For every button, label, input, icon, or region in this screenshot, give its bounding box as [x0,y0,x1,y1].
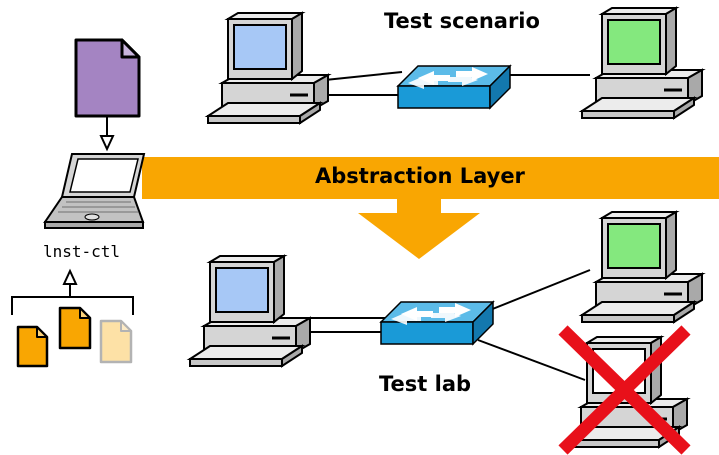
desktop-computer-icon [580,210,704,324]
network-switch-icon [397,65,511,109]
document-icon [74,38,141,118]
files-to-controller-tree [11,268,134,315]
abstraction-layer [142,157,719,259]
test-scenario-label: Test scenario [384,9,540,33]
down-arrow-icon [358,199,480,259]
desktop-computer-icon [188,254,312,368]
test-lab-label: Test lab [379,372,472,396]
faded-file-icon [99,319,133,364]
file-icon [58,306,92,350]
desktop-computer-icon [580,6,704,120]
file-icon [16,325,49,368]
scenario-links [324,71,590,96]
doc-to-laptop-arrow [99,116,115,152]
abstraction-layer-label: Abstraction Layer [315,164,525,188]
abstraction-band [142,157,719,199]
desktop-computer-icon [206,11,330,125]
network-switch-icon [380,301,494,345]
cross-icon [558,325,691,455]
laptop-icon [43,153,146,229]
lab-links [305,269,591,381]
controller-label: lnst-ctl [43,242,121,261]
